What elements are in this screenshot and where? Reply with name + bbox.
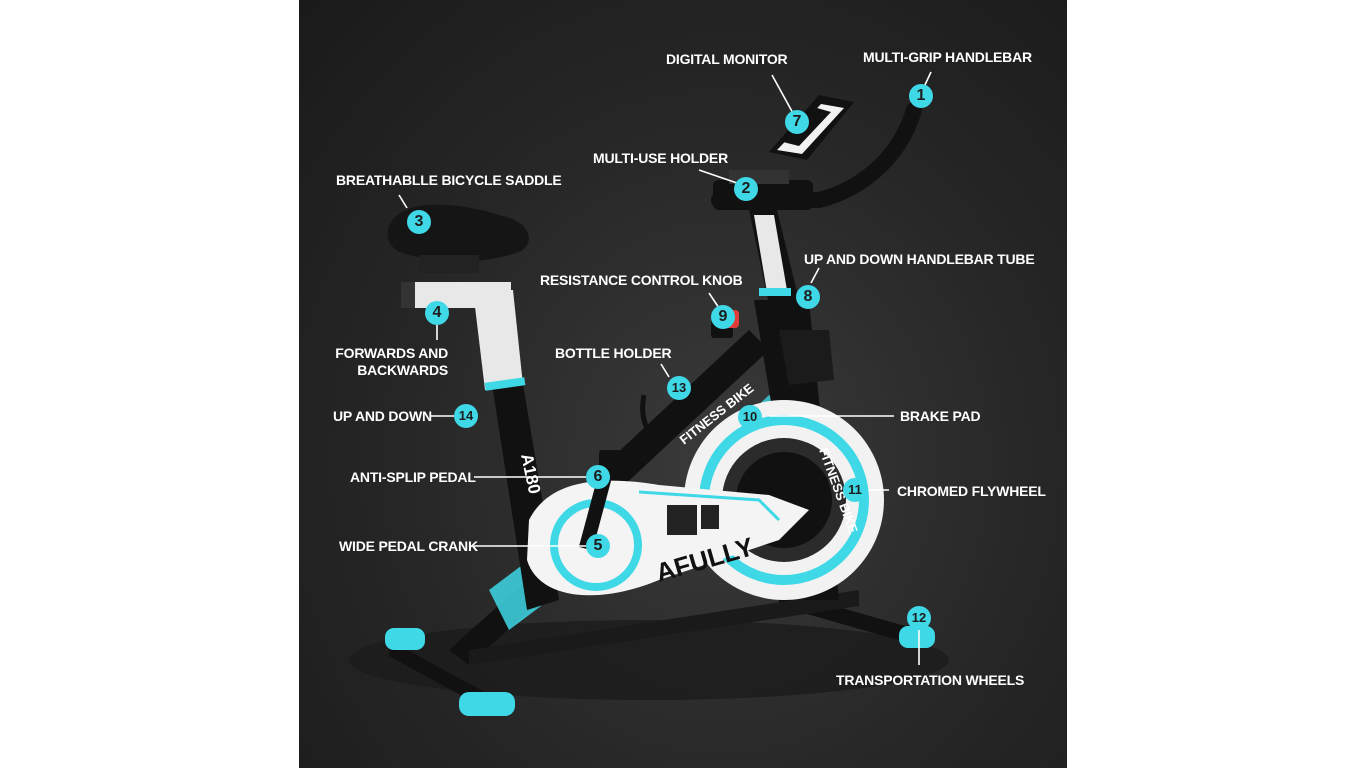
pedal <box>599 450 639 470</box>
label-forwards-line1: FORWARDS AND <box>335 345 448 361</box>
callout-badge-3: 3 <box>407 210 431 234</box>
digital-monitor <box>769 95 854 160</box>
callout-badge-8: 8 <box>796 285 820 309</box>
exercise-bike-illustration: A180 FITNESS BIKE FITNESS BIKE <box>349 71 949 716</box>
callout-badge-11: 11 <box>843 478 867 502</box>
rear-stabilizer <box>385 628 515 716</box>
callout-badge-1: 1 <box>909 84 933 108</box>
label-digital-monitor: DIGITAL MONITOR <box>666 51 788 67</box>
callout-badge-9: 9 <box>711 305 735 329</box>
label-bottle-holder: BOTTLE HOLDER <box>555 345 672 361</box>
label-multi-use-holder: MULTI-USE HOLDER <box>593 150 728 166</box>
label-transportation-wheels: TRANSPORTATION WHEELS <box>836 672 1025 688</box>
label-anti-slip-pedal: ANTI-SPLIP PEDAL <box>350 469 476 485</box>
label-brake-pad: BRAKE PAD <box>900 408 981 424</box>
label-resistance-knob: RESISTANCE CONTROL KNOB <box>540 272 743 288</box>
label-chromed-flywheel: CHROMED FLYWHEEL <box>897 483 1046 499</box>
callout-badge-13: 13 <box>667 376 691 400</box>
label-forwards-backwards: FORWARDS AND BACKWARDS <box>328 345 448 379</box>
callout-badge-6: 6 <box>586 465 610 489</box>
bottle-holder-cage <box>640 394 684 443</box>
label-multi-grip-handlebar: MULTI-GRIP HANDLEBAR <box>863 49 1032 65</box>
callout-badge-5: 5 <box>586 534 610 558</box>
callout-badge-7: 7 <box>785 110 809 134</box>
label-handlebar-tube: UP AND DOWN HANDLEBAR TUBE <box>804 251 1035 267</box>
callout-badge-14: 14 <box>454 404 478 428</box>
callout-badge-4: 4 <box>425 301 449 325</box>
label-saddle: BREATHABLLE BICYCLE SADDLE <box>336 172 562 188</box>
callout-badge-2: 2 <box>734 177 758 201</box>
product-image-panel: A180 FITNESS BIKE FITNESS BIKE <box>299 0 1067 768</box>
down-tube <box>599 330 769 490</box>
label-forwards-line2: BACKWARDS <box>357 362 448 378</box>
seat-rail <box>401 282 511 308</box>
crank-arm <box>578 469 614 551</box>
leader-lines <box>398 71 932 665</box>
label-up-and-down: UP AND DOWN <box>333 408 432 424</box>
callout-badge-12: 12 <box>907 606 931 630</box>
label-wide-pedal-crank: WIDE PEDAL CRANK <box>339 538 478 554</box>
callout-badge-10: 10 <box>738 405 762 429</box>
floor-shadow <box>349 620 949 700</box>
